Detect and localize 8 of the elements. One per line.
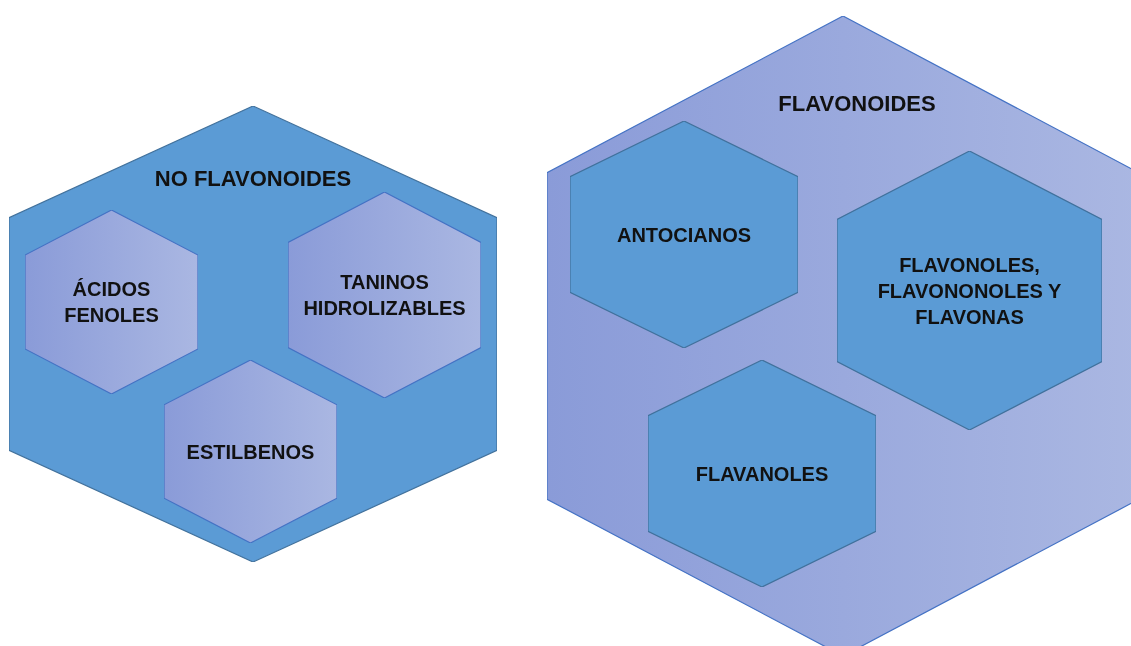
category-label: ANTOCIANOS [616, 222, 752, 248]
category-label: ESTILBENOS [186, 439, 315, 465]
category-label: TANINOS HIDROLIZABLES [302, 270, 467, 321]
category-label: FLAVANOLES [695, 461, 829, 487]
category-label: NO FLAVONOIDES [154, 164, 352, 193]
category-label: FLAVONOIDES [778, 89, 936, 118]
category-label: FLAVONOLES, FLAVONONOLES Y FLAVONAS [876, 252, 1063, 330]
category-label: ÁCIDOS FENOLES [63, 277, 160, 328]
